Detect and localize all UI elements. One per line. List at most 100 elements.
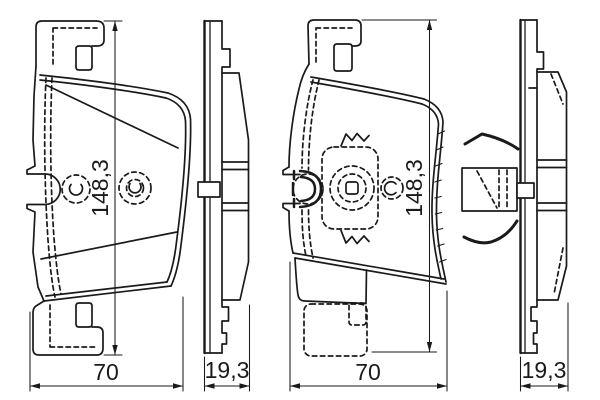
backplate-top-bottom [203, 20, 223, 354]
hidden-edge [307, 209, 314, 259]
pad-left-edge [288, 210, 294, 254]
dimension-label-thickness: 19,3 [522, 357, 567, 383]
dimension-label-height: 148,3 [401, 159, 427, 217]
hidden-edge [315, 27, 353, 63]
shim-spring-clip-bottom [340, 229, 370, 245]
dimension-label-thickness: 19,3 [205, 357, 250, 383]
shim-side-hole [380, 176, 404, 200]
thickness-dimension-view4: 19,3 [519, 302, 569, 392]
dimension-arrow [239, 383, 250, 389]
dimension-arrow [426, 342, 433, 352]
pad-top-edge-inner [39, 79, 167, 99]
friction-chamfer-edge [40, 231, 178, 260]
dimension-label-height: 148,3 [87, 159, 113, 217]
dimension-label-width: 70 [93, 359, 119, 385]
dimension-arrow [204, 383, 215, 389]
dimension-extension-line [29, 296, 184, 392]
friction-groove-lines [536, 159, 568, 212]
friction-block [221, 72, 250, 301]
mounting-ear-bottom-hidden [303, 303, 368, 357]
retaining-clip [298, 169, 323, 209]
shim-center-circle [337, 173, 367, 203]
guide-tab-bottom-hidden [348, 302, 367, 326]
dimension-extension-line [289, 261, 448, 392]
dimension-arrow [437, 383, 447, 389]
sensor-wire [462, 219, 519, 245]
guide-tab-bottom [75, 302, 93, 328]
pad-top-edge [39, 74, 169, 94]
pad-right-edge [423, 98, 447, 283]
pad-left-edge [288, 63, 310, 168]
hidden-chamfer [550, 73, 564, 105]
mounting-ear-bottom [32, 300, 104, 356]
pad-top-edge [310, 76, 425, 100]
dimension-label-width: 70 [355, 359, 381, 385]
hidden-edge [49, 77, 62, 295]
dimension-extension-line [361, 19, 438, 353]
side-view-right-pad-with-sensor [461, 18, 568, 355]
pad-top-edge-inner [310, 81, 423, 105]
dimension-arrow [520, 383, 531, 389]
shim-side-clip [383, 180, 397, 196]
pad-bottom-edge [292, 252, 445, 280]
pad-right-edge-inner [165, 97, 187, 283]
pad-bottom-edge-inner [294, 257, 447, 285]
front-view-left-pad [26, 20, 192, 356]
retaining-clip [291, 169, 296, 209]
width-dimension-view3: 70 [289, 261, 448, 392]
hidden-edge [301, 79, 314, 169]
pad-right-edge [167, 92, 192, 287]
backplate-right-edge [221, 20, 231, 354]
hidden-edge [43, 77, 56, 298]
wear-sensor-body [461, 167, 518, 212]
friction-groove-lines [221, 161, 250, 212]
wear-sensor-hidden-detail [476, 169, 508, 210]
front-view-right-pad-with-shim [282, 19, 447, 357]
dimension-arrow [112, 345, 118, 355]
dimension-arrow [112, 21, 118, 31]
hidden-edge [307, 79, 320, 171]
width-dimension-view1: 70 [29, 296, 184, 392]
rivet-hole-inner [128, 182, 142, 194]
height-dimension-view1: 148,3 [87, 20, 123, 356]
pad-right-edge-inner [421, 103, 442, 280]
dimension-arrow [290, 383, 300, 389]
dimension-arrow [173, 383, 183, 389]
retaining-lug [197, 181, 221, 198]
mounting-ear-top [307, 19, 362, 65]
dimension-arrow [426, 20, 433, 30]
rivet-hole [118, 171, 152, 205]
retaining-clip [299, 175, 317, 203]
shim-center-circle [329, 165, 375, 211]
friction-block [536, 71, 568, 301]
pad-bottom-edge [43, 285, 172, 302]
backplate-top-bottom [519, 19, 538, 354]
edge-hatch-ticks [434, 130, 447, 263]
backplate-bottom [294, 257, 368, 305]
hidden-edge [301, 209, 307, 257]
friction-chamfer-edge [45, 84, 179, 149]
dimension-extension-line [519, 302, 569, 392]
dimension-arrow [30, 383, 40, 389]
shim-spring-clip-top [340, 132, 370, 147]
pad-left-edge [26, 65, 62, 302]
sensor-wire [463, 132, 520, 151]
side-view-left-pad [197, 19, 250, 355]
thickness-dimension-view2: 19,3 [203, 304, 251, 392]
notch-hidden-circle [292, 173, 324, 205]
hidden-edge [52, 27, 98, 65]
wear-sensor-connector [516, 182, 535, 199]
pad-bottom-edge-inner [45, 281, 168, 297]
guide-tab-top [333, 43, 353, 72]
mounting-ear-top [35, 20, 105, 67]
rivet-hole-inner [125, 178, 145, 198]
hidden-chamfer [553, 247, 564, 295]
rivet-hole-inner [68, 183, 84, 196]
dimension-arrow [558, 383, 568, 389]
dimension-extension-line [203, 304, 251, 392]
hidden-edge [49, 304, 97, 348]
rivet-hole [61, 174, 91, 204]
dimension-extension-line [103, 20, 123, 356]
height-dimension-view3: 148,3 [361, 19, 438, 353]
